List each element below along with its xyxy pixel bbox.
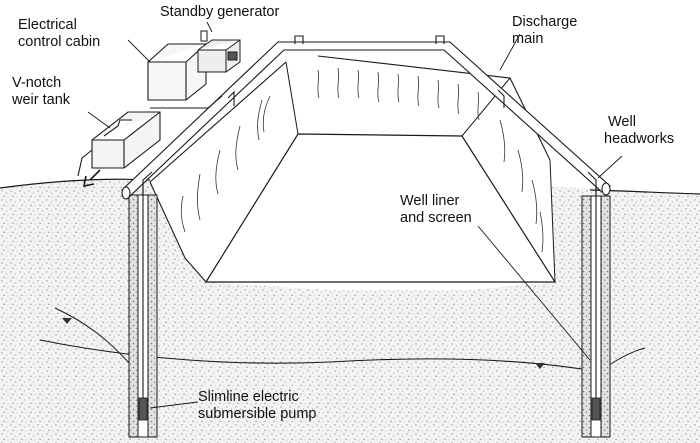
label-vnotch-line1: V-notch	[12, 75, 62, 91]
label-vnotch-line2: weir tank	[12, 92, 71, 108]
water-marker-right	[535, 363, 545, 369]
label-electrical-cabin-line1: Electrical	[18, 17, 77, 33]
weir-tank	[77, 111, 161, 177]
label-pump-line2: submersible pump	[198, 406, 317, 422]
water-marker-left	[62, 318, 72, 324]
water-table-left	[54, 307, 136, 371]
label-electrical-cabin-line2: control cabin	[18, 34, 101, 50]
standby-generator	[197, 30, 241, 73]
label-well-headworks-line1: Well	[608, 114, 636, 130]
label-discharge-line2: main	[512, 31, 544, 47]
label-well-liner-line1: Well liner	[400, 193, 460, 209]
label-standby-generator: Standby generator	[160, 4, 280, 20]
leader-lines	[87, 21, 623, 409]
pit-side-left	[149, 181, 207, 283]
outflow-arrow	[82, 169, 101, 188]
weir-feed-pipe	[150, 95, 223, 109]
label-well-liner-line2: and screen	[400, 210, 472, 226]
discharge-main-pipe	[121, 41, 611, 200]
label-well-headworks-line2: headworks	[604, 131, 675, 147]
label-discharge-line1: Discharge	[512, 14, 578, 30]
pit-edge-lines	[285, 61, 556, 283]
right-pump	[591, 397, 601, 421]
headworks-connectors	[142, 35, 597, 196]
control-cabin	[147, 43, 207, 101]
slope-texture	[180, 67, 544, 253]
label-pump-line1: Slimline electric	[198, 389, 299, 405]
left-pump	[138, 397, 148, 421]
